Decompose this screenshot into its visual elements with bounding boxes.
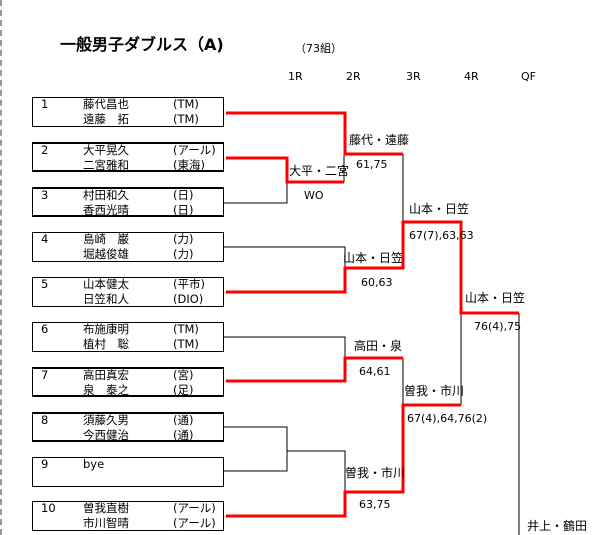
entry-number: 7 (41, 369, 49, 382)
player-1-name: 村田和久 (83, 189, 129, 202)
player-1-name: 曽我直樹 (83, 502, 129, 515)
bracket-line (224, 182, 288, 204)
player-1-name: 島崎 巌 (83, 233, 129, 246)
player-2-name: 日笠和人 (83, 293, 129, 306)
player-1-name: bye (83, 458, 105, 471)
entry-number: 10 (41, 502, 56, 515)
match-winner: 山本・日笠 (343, 251, 404, 265)
match-score: 61,75 (356, 158, 388, 171)
entry-box: 4 島崎 巌 (力) 堀越俊雄 (力) (32, 232, 224, 262)
entry-number: 9 (41, 458, 49, 471)
entry-box: 10 曽我直樹 (アール) 市川智晴 (アール) (32, 501, 224, 531)
entry-box: 1 藤代昌也 (TM) 遠藤 拓 (TM) (32, 97, 224, 127)
player-2-club: (アール) (173, 517, 216, 530)
player-1-club: (アール) (173, 144, 216, 157)
entry-number: 8 (41, 414, 49, 427)
player-1-name: 藤代昌也 (83, 98, 129, 111)
winner-line (226, 156, 344, 184)
player-1-club: (日) (173, 189, 194, 202)
player-2-name: 今西健治 (83, 429, 129, 442)
page-title: 一般男子ダブルス（A) (60, 35, 224, 54)
player-2-name: 香西光晴 (83, 204, 129, 217)
player-2-club: (TM) (173, 338, 199, 351)
player-2-club: (通) (173, 429, 194, 442)
player-2-name: 遠藤 拓 (83, 113, 129, 126)
round-header-4r: 4R (464, 70, 479, 83)
entry-number: 5 (41, 278, 49, 291)
entry-box: 5 山本健太 (平市) 日笠和人 (DIO) (32, 277, 224, 307)
round-header-2r: 2R (346, 70, 361, 83)
winner-line (226, 111, 403, 156)
player-2-club: (東海) (173, 159, 205, 172)
player-1-name: 高田真宏 (83, 369, 129, 382)
match-winner: 大平・二宮 (289, 164, 350, 178)
bracket-line (287, 450, 346, 492)
player-1-name: 山本健太 (83, 278, 129, 291)
round-header-1r: 1R (288, 70, 303, 83)
match-winner: 高田・泉 (354, 339, 403, 353)
entry-box: 9 bye (32, 457, 224, 487)
sheet-edge (0, 0, 2, 535)
match-score: 63,75 (359, 498, 391, 511)
match-score: 64,61 (359, 365, 391, 378)
match-score: 67(7),63,63 (409, 229, 474, 242)
player-1-club: (平市) (173, 278, 205, 291)
player-2-club: (DIO) (173, 293, 204, 306)
entry-box: 7 高田真宏 (宮) 泉 泰之 (足) (32, 367, 224, 397)
player-2-club: (足) (173, 384, 194, 397)
entry-number: 1 (41, 98, 49, 111)
winner-line (226, 220, 519, 315)
entry-number: 3 (41, 189, 49, 202)
player-1-club: (宮) (173, 369, 194, 382)
match-winner: 藤代・遠藤 (349, 133, 410, 147)
player-2-club: (力) (173, 248, 194, 261)
match-winner: 山本・日笠 (409, 202, 470, 216)
entry-box: 6 布施康明 (TM) 植村 聡 (TM) (32, 322, 224, 352)
winner-line (226, 403, 461, 518)
round-header-3r: 3R (406, 70, 421, 83)
player-2-name: 堀越俊雄 (83, 248, 129, 261)
entry-count: （73組） (295, 42, 342, 55)
match-score: 76(4),75 (474, 320, 522, 333)
match-score: WO (304, 189, 324, 202)
match-score: 60,63 (361, 276, 393, 289)
player-1-name: 布施康明 (83, 323, 129, 336)
round-header-qf: QF (521, 70, 536, 83)
player-1-name: 大平晃久 (83, 144, 129, 157)
player-2-name: 泉 泰之 (83, 384, 129, 397)
match-winner: 井上・鶴田 (527, 519, 588, 533)
entry-number: 4 (41, 233, 49, 246)
entry-number: 6 (41, 323, 49, 336)
entry-box: 3 村田和久 (日) 香西光晴 (日) (32, 187, 224, 217)
match-winner: 曽我・市川 (404, 384, 465, 398)
bracket-line (224, 426, 288, 472)
entry-box: 8 須藤久男 (通) 今西健治 (通) (32, 412, 224, 442)
match-score: 67(4),64,76(2) (407, 412, 488, 425)
player-2-name: 市川智晴 (83, 517, 129, 530)
winner-line (226, 356, 403, 383)
entry-number: 2 (41, 144, 49, 157)
player-2-name: 二宮雅和 (83, 159, 129, 172)
player-1-club: (アール) (173, 502, 216, 515)
player-1-name: 須藤久男 (83, 414, 129, 427)
entry-box: 2 大平晃久 (アール) 二宮雅和 (東海) (32, 142, 224, 172)
match-winner: 曽我・市川 (345, 466, 406, 480)
bracket-line (224, 336, 346, 358)
player-2-club: (日) (173, 204, 194, 217)
player-1-club: (力) (173, 233, 194, 246)
bracket-line (224, 246, 346, 268)
match-winner: 山本・日笠 (465, 291, 526, 305)
player-2-club: (TM) (173, 113, 199, 126)
player-1-club: (通) (173, 414, 194, 427)
player-1-club: (TM) (173, 98, 199, 111)
player-2-name: 植村 聡 (83, 338, 129, 351)
player-1-club: (TM) (173, 323, 199, 336)
